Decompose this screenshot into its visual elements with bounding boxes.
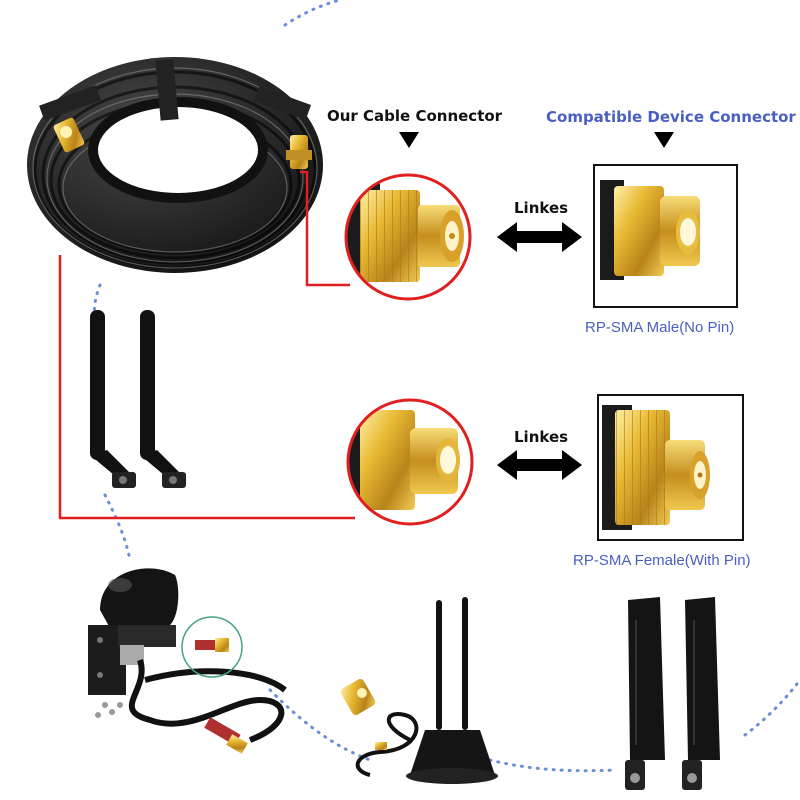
arrow-down-icon — [399, 132, 419, 148]
male-connector-caption: RP-SMA Male(No Pin) — [585, 319, 735, 336]
paddle-antennas — [625, 597, 720, 790]
mushroom-antenna — [88, 568, 287, 754]
our-connector-closeup-2 — [346, 398, 474, 526]
coil-connector-right — [286, 135, 312, 169]
arrow-down-icon — [654, 132, 674, 148]
coil-connector-left — [53, 117, 85, 153]
coiled-cable — [27, 57, 323, 273]
double-arrow-icon — [497, 222, 582, 480]
female-connector-caption: RP-SMA Female(With Pin) — [573, 552, 751, 569]
links-label-bottom: Linkes — [514, 428, 569, 446]
female-connector-box — [597, 394, 744, 541]
male-connector-box — [593, 164, 738, 308]
links-label-top: Linkes — [514, 199, 569, 217]
dipole-antennas — [90, 310, 186, 488]
compatible-connector-label: Compatible Device Connector — [546, 108, 796, 126]
our-connector-label: Our Cable Connector — [327, 107, 503, 125]
small-gold-connector — [338, 677, 378, 717]
our-connector-closeup — [344, 173, 472, 301]
magnetic-base-antenna — [355, 597, 498, 784]
red-callout-lines — [58, 170, 355, 520]
